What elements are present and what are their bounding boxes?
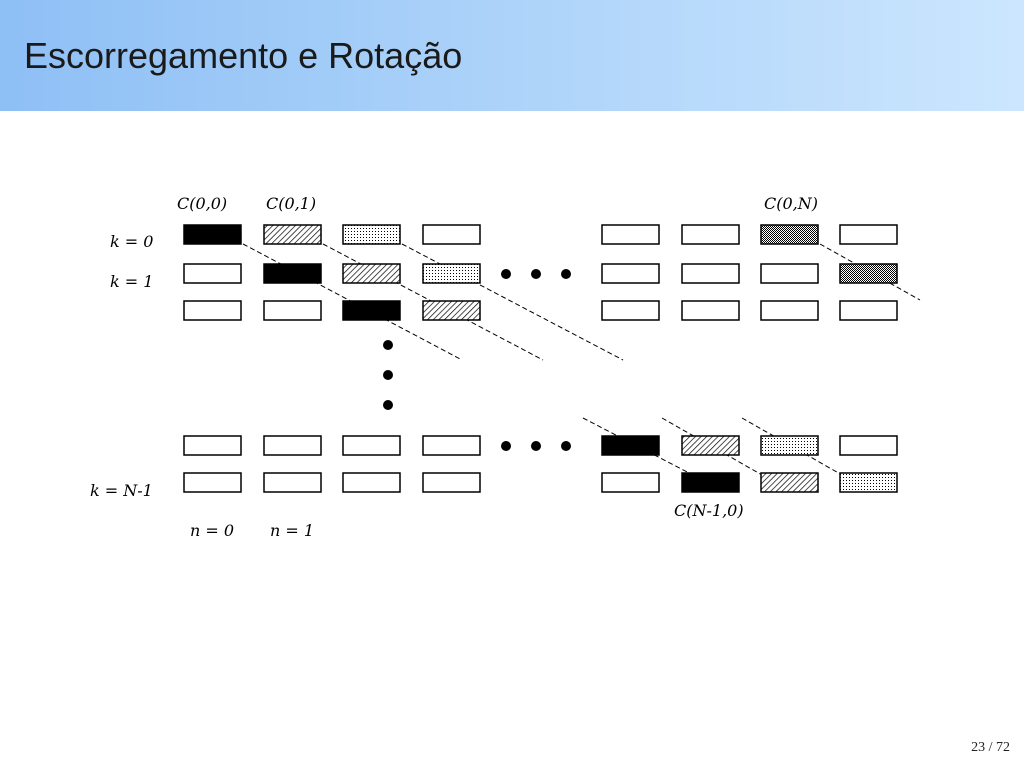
ellipsis-dot: [383, 400, 393, 410]
bottom-label-n0: n = 0: [190, 521, 234, 540]
ellipsis-dot: [561, 441, 571, 451]
ellipsis-dot: [531, 269, 541, 279]
row-label-k1: k = 1: [110, 272, 153, 291]
carrier-box-empty: [263, 435, 322, 456]
carrier-box-dotted: [760, 435, 819, 456]
ellipsis-dot: [383, 340, 393, 350]
row-label-kn1: k = N-1: [90, 481, 153, 500]
carrier-box-empty: [342, 472, 401, 493]
carrier-box-empty: [342, 435, 401, 456]
carrier-box-crosshatched: [839, 263, 898, 284]
carrier-box-empty: [263, 300, 322, 321]
carrier-box-hatched: [263, 224, 322, 245]
ellipsis-dots: [383, 269, 571, 451]
column-label-c01: C(0,1): [266, 194, 316, 213]
carrier-box-empty: [760, 263, 819, 284]
carrier-box-solid: [263, 263, 322, 284]
carrier-box-empty: [681, 224, 740, 245]
diagonal-line: [582, 417, 694, 476]
carrier-box-empty: [839, 224, 898, 245]
carrier-box-empty: [601, 472, 660, 493]
ellipsis-dot: [501, 441, 511, 451]
column-label-c0n: C(0,N): [764, 194, 818, 213]
carrier-box-empty: [601, 224, 660, 245]
carrier-box-dotted: [422, 263, 481, 284]
page-number: 23 / 72: [971, 740, 1010, 755]
carrier-boxes: [183, 224, 898, 493]
carrier-box-empty: [183, 263, 242, 284]
carrier-box-empty: [839, 300, 898, 321]
slide-title: Escorregamento e Rotação: [24, 35, 463, 76]
corner-label-cn10: C(N-1,0): [674, 501, 744, 520]
carrier-box-hatched: [342, 263, 401, 284]
carrier-box-hatched: [760, 472, 819, 493]
row-label-k0: k = 0: [110, 232, 153, 251]
carrier-box-empty: [263, 472, 322, 493]
ellipsis-dot: [501, 269, 511, 279]
carrier-box-empty: [422, 435, 481, 456]
carrier-box-solid: [681, 472, 740, 493]
carrier-box-empty: [183, 300, 242, 321]
ellipsis-dot: [531, 441, 541, 451]
carrier-box-solid: [601, 435, 660, 456]
carrier-box-empty: [183, 435, 242, 456]
carrier-box-hatched: [422, 300, 481, 321]
carrier-box-dotted: [342, 224, 401, 245]
carrier-box-empty: [183, 472, 242, 493]
carrier-box-empty: [760, 300, 819, 321]
carrier-box-solid: [342, 300, 401, 321]
carrier-box-dotted: [839, 472, 898, 493]
carrier-box-empty: [681, 263, 740, 284]
carrier-box-empty: [601, 300, 660, 321]
carrier-box-empty: [839, 435, 898, 456]
ellipsis-dot: [383, 370, 393, 380]
carrier-box-solid: [183, 224, 242, 245]
carrier-box-empty: [681, 300, 740, 321]
column-label-c00: C(0,0): [177, 194, 227, 213]
carrier-box-empty: [422, 224, 481, 245]
slide-header: Escorregamento e Rotação: [0, 0, 1024, 111]
carrier-box-empty: [422, 472, 481, 493]
carrier-box-hatched: [681, 435, 740, 456]
carrier-box-empty: [601, 263, 660, 284]
carrier-box-crosshatched: [760, 224, 819, 245]
bottom-label-n1: n = 1: [270, 521, 314, 540]
ellipsis-dot: [561, 269, 571, 279]
